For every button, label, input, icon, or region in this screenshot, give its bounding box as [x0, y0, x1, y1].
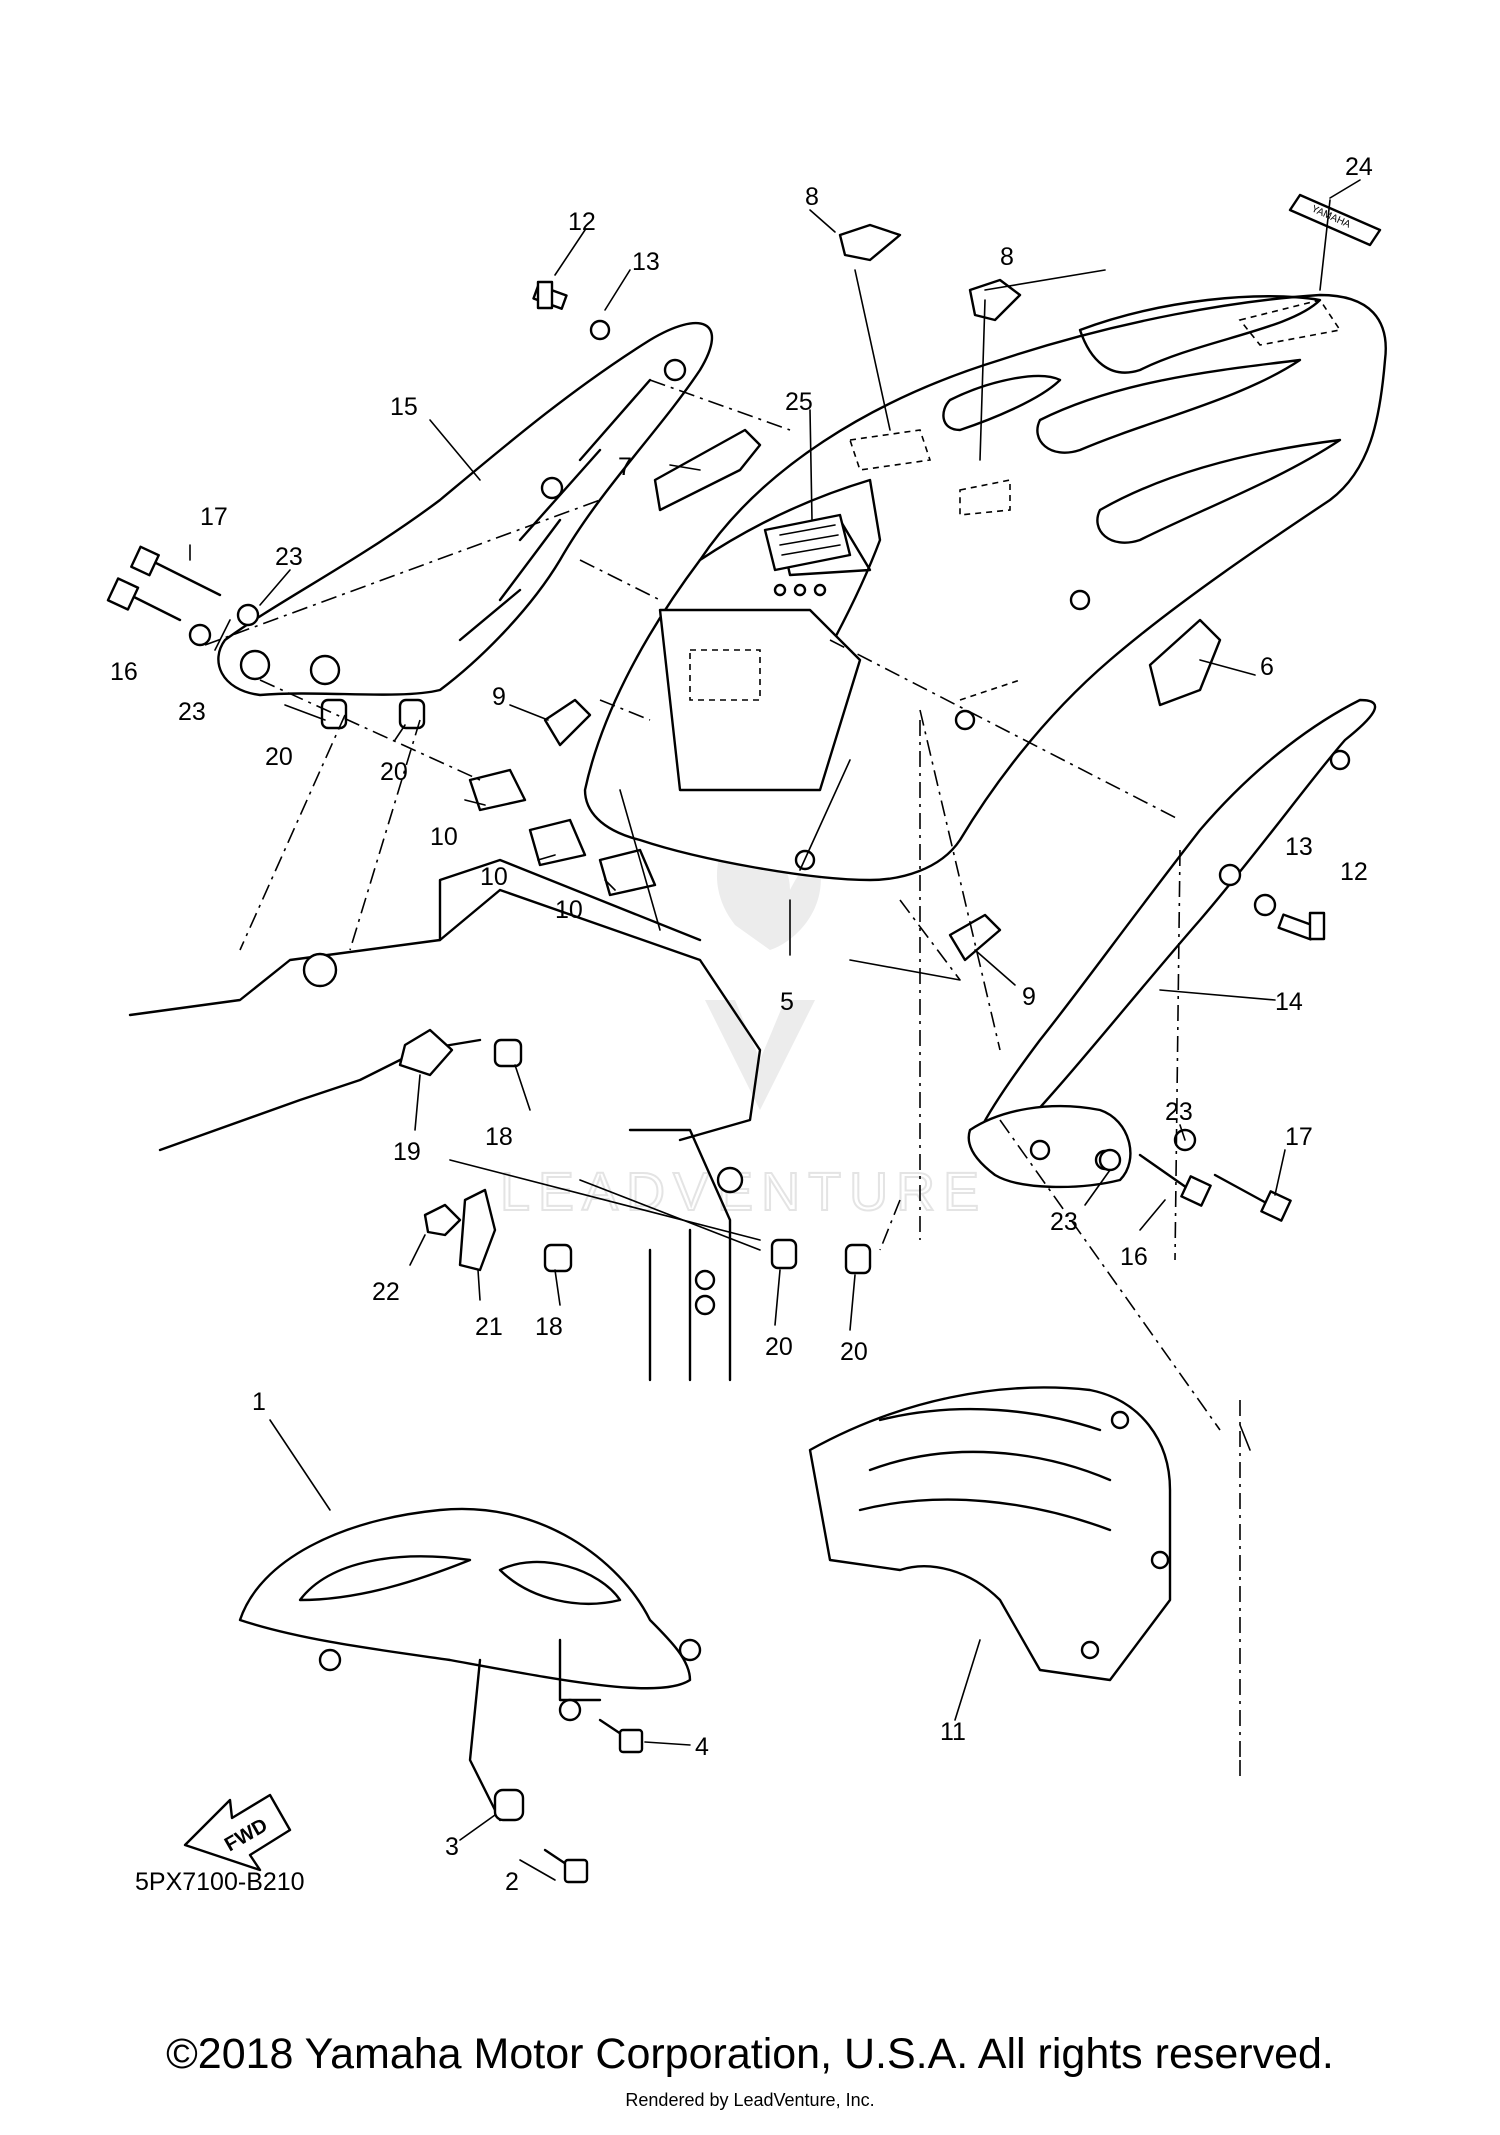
callout-18a: 18 — [485, 1123, 513, 1151]
callout-23c: 23 — [1165, 1098, 1193, 1126]
washer-13-lower — [1253, 893, 1277, 917]
bolt-17-right — [1213, 1173, 1292, 1222]
callout-23b: 23 — [178, 698, 206, 726]
callout-6: 6 — [1260, 653, 1274, 681]
bushing-3 — [493, 1788, 525, 1822]
callout-11: 11 — [940, 1718, 966, 1746]
callout-10a: 10 — [430, 823, 458, 851]
callout-8a: 8 — [805, 183, 819, 211]
bolt-12-lower — [1277, 911, 1326, 941]
bolt-17-left — [130, 545, 222, 597]
diagram-code: 5PX7100-B210 — [135, 1868, 305, 1896]
label-10c — [598, 848, 657, 897]
callout-3: 3 — [445, 1833, 459, 1861]
callout-20d: 20 — [840, 1338, 868, 1366]
callout-4: 4 — [695, 1733, 709, 1761]
washer-23-left-a — [236, 603, 260, 627]
callout-19: 19 — [393, 1138, 421, 1166]
callout-5: 5 — [780, 988, 794, 1016]
callout-23d: 23 — [1050, 1208, 1078, 1236]
label-10a — [468, 768, 527, 812]
nut-22 — [423, 1203, 462, 1237]
callout-21: 21 — [475, 1313, 503, 1341]
callout-12a: 12 — [568, 208, 596, 236]
bolt-4 — [598, 1718, 644, 1754]
decal-7 — [653, 428, 762, 512]
callout-20c: 20 — [765, 1333, 793, 1361]
washer-13-upper — [589, 319, 611, 341]
callout-25: 25 — [785, 388, 813, 416]
callout-17b: 17 — [1285, 1123, 1313, 1151]
callout-20a: 20 — [265, 743, 293, 771]
bolt-12-upper — [532, 280, 568, 310]
callout-20b: 20 — [380, 758, 408, 786]
mud-flap — [808, 1386, 1172, 1682]
clip-9b — [948, 913, 1002, 962]
callout-1: 1 — [252, 1388, 266, 1416]
washer-23-left-b — [188, 623, 212, 647]
bracket-19 — [398, 1028, 454, 1077]
callout-16b: 16 — [1120, 1243, 1148, 1271]
callout-17a: 17 — [200, 503, 228, 531]
nut-18a — [493, 1038, 523, 1068]
label-10b — [528, 818, 587, 867]
copyright-notice: ©2018 Yamaha Motor Corporation, U.S.A. A… — [166, 2030, 1334, 2078]
callout-12b: 12 — [1340, 858, 1368, 886]
fender-stay-right — [967, 698, 1377, 1189]
collar-20a — [320, 698, 348, 730]
frame — [128, 858, 762, 1382]
front-fender — [238, 1507, 702, 1822]
callout-18b: 18 — [535, 1313, 563, 1341]
bolt-16-left — [106, 577, 182, 622]
callout-15: 15 — [390, 393, 418, 421]
callout-9b: 9 — [1022, 983, 1036, 1011]
decal-8a — [838, 223, 902, 262]
nut-18b — [543, 1243, 573, 1273]
callout-14: 14 — [1275, 988, 1303, 1016]
callout-8b: 8 — [1000, 243, 1014, 271]
callout-leaders — [189, 179, 1361, 1881]
callout-16a: 16 — [110, 658, 138, 686]
fwd-arrow-icon: FWD — [183, 1793, 292, 1872]
collar-20c — [770, 1238, 798, 1270]
leader-lines — [204, 199, 1331, 1780]
callout-23a: 23 — [275, 543, 303, 571]
decal-8b — [968, 278, 1022, 322]
rear-fender — [583, 293, 1387, 882]
washer-23-right-b — [1098, 1148, 1122, 1172]
callout-9a: 9 — [492, 683, 506, 711]
callout-22: 22 — [372, 1278, 400, 1306]
clip-9a — [543, 698, 592, 747]
decal-6 — [1148, 618, 1222, 707]
collar-20d — [844, 1243, 872, 1275]
callout-13a: 13 — [632, 248, 660, 276]
bolt-16-right — [1138, 1153, 1212, 1207]
collar-20b — [398, 698, 426, 730]
callout-24: 24 — [1345, 153, 1373, 181]
callout-10b: 10 — [480, 863, 508, 891]
decal-24: YAMAHA — [1288, 193, 1382, 247]
bolt-2 — [543, 1848, 589, 1884]
fender-stay-left — [217, 321, 714, 697]
callout-10c: 10 — [555, 896, 583, 924]
callout-2: 2 — [505, 1868, 519, 1896]
callout-7: 7 — [618, 453, 632, 481]
rendered-by-note: Rendered by LeadVenture, Inc. — [625, 2090, 875, 2110]
decal-25 — [763, 513, 852, 572]
clamp-21 — [458, 1188, 497, 1272]
callout-labels: 1 2 3 4 5 6 7 8 8 9 9 10 10 10 11 12 12 … — [110, 153, 1373, 1896]
callout-13b: 13 — [1285, 833, 1313, 861]
